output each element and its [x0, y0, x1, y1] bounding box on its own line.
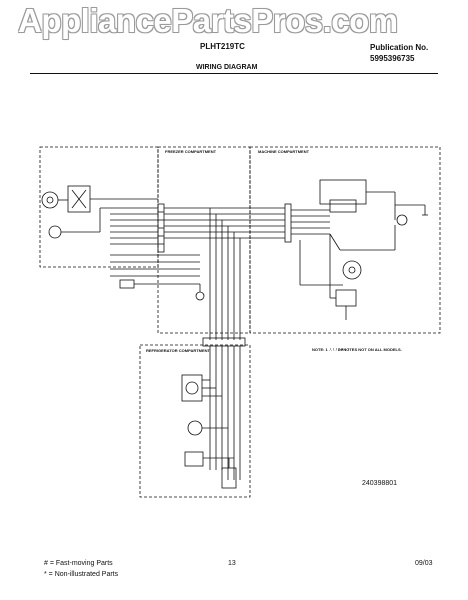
condenser-fan-motor	[342, 260, 362, 280]
watermark-logo: AppliancePartsPros.com	[18, 2, 398, 39]
diagram-note: NOTE: 1 . . . . DENOTES NOT ON ALL MODEL…	[312, 347, 402, 352]
refrigerator-light-switch	[184, 451, 204, 467]
page-number: 13	[228, 560, 236, 567]
freezer-box-inner	[157, 146, 251, 334]
compressor	[329, 199, 357, 213]
machine-terminal-block	[284, 203, 292, 243]
legend-non-illustrated: * = Non-illustrated Parts	[44, 571, 119, 578]
refrigerator-box	[139, 344, 251, 498]
machine-box	[249, 146, 441, 334]
publication-block: Publication No. 5995396735	[370, 42, 428, 64]
freezer-compartment-label: FREEZER COMPARTMENT	[165, 149, 217, 154]
harness-connector	[202, 337, 246, 347]
defrost-timer	[181, 374, 203, 402]
footer-legend: # = Fast-moving Parts * = Non-illustrate…	[44, 558, 118, 580]
legend-fast-moving: # = Fast-moving Parts	[44, 560, 113, 567]
water-valve	[335, 289, 357, 307]
machine-compartment-label: MACHINE COMPARTMENT	[258, 149, 310, 154]
freezer-box	[39, 146, 159, 268]
title-divider	[30, 73, 438, 74]
defrost-thermostat	[119, 279, 135, 289]
page-title: WIRING DIAGRAM	[196, 64, 258, 71]
refrigerator-light	[187, 420, 203, 436]
refrigerator-compartment-label: REFRIGERATOR COMPARTMENT	[146, 348, 211, 353]
freezer-light	[48, 225, 62, 239]
publication-number: 5995396735	[370, 54, 415, 63]
diagram-number: 240398801	[362, 480, 398, 487]
model-number: PLHT219TC	[200, 42, 245, 51]
freezer-light-switch	[195, 291, 205, 301]
freezer-fan-motor	[41, 191, 59, 209]
publication-label: Publication No.	[370, 43, 429, 52]
publication-date: 09/03	[415, 560, 433, 567]
overload-protector	[396, 214, 408, 226]
